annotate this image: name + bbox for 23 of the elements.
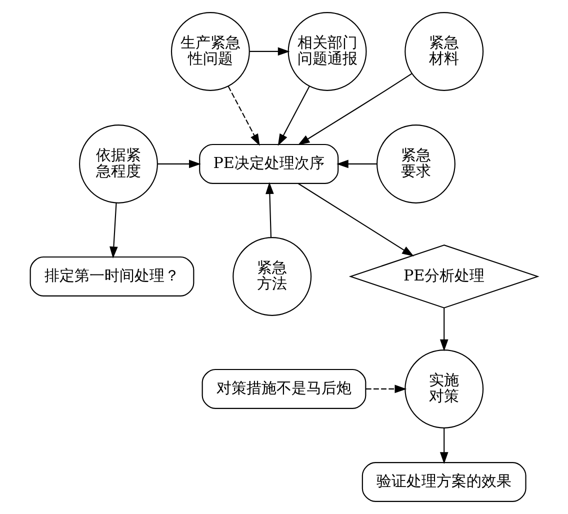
node-box: 排定第一时间处理？ [30,256,194,296]
node-circle: 紧急方法 [232,237,312,316]
arrow [266,182,274,238]
node-circle: 依据紧急程度 [79,124,158,204]
arrow [336,160,377,168]
arrow [110,202,118,258]
arrow [158,160,201,168]
node-circle: 紧急材料 [404,12,484,91]
arrow [366,384,407,394]
arrow [298,73,412,146]
arrow [440,428,448,464]
node-box: 对策措施不是马后炮 [202,368,366,409]
arrow [228,86,260,146]
node-circle: 生产紧急性问题 [170,12,250,91]
arrow [440,308,448,352]
arrow [298,183,414,256]
node-circle: 紧急要求 [376,124,456,204]
node-circle: 实施对策 [404,349,484,428]
node-box: 验证处理方案的效果 [362,462,526,502]
arrow [250,47,290,56]
node-box: PE决定处理次序 [199,144,339,184]
arrow [278,86,310,146]
node-circle: 相关部门问题通报 [288,12,367,91]
